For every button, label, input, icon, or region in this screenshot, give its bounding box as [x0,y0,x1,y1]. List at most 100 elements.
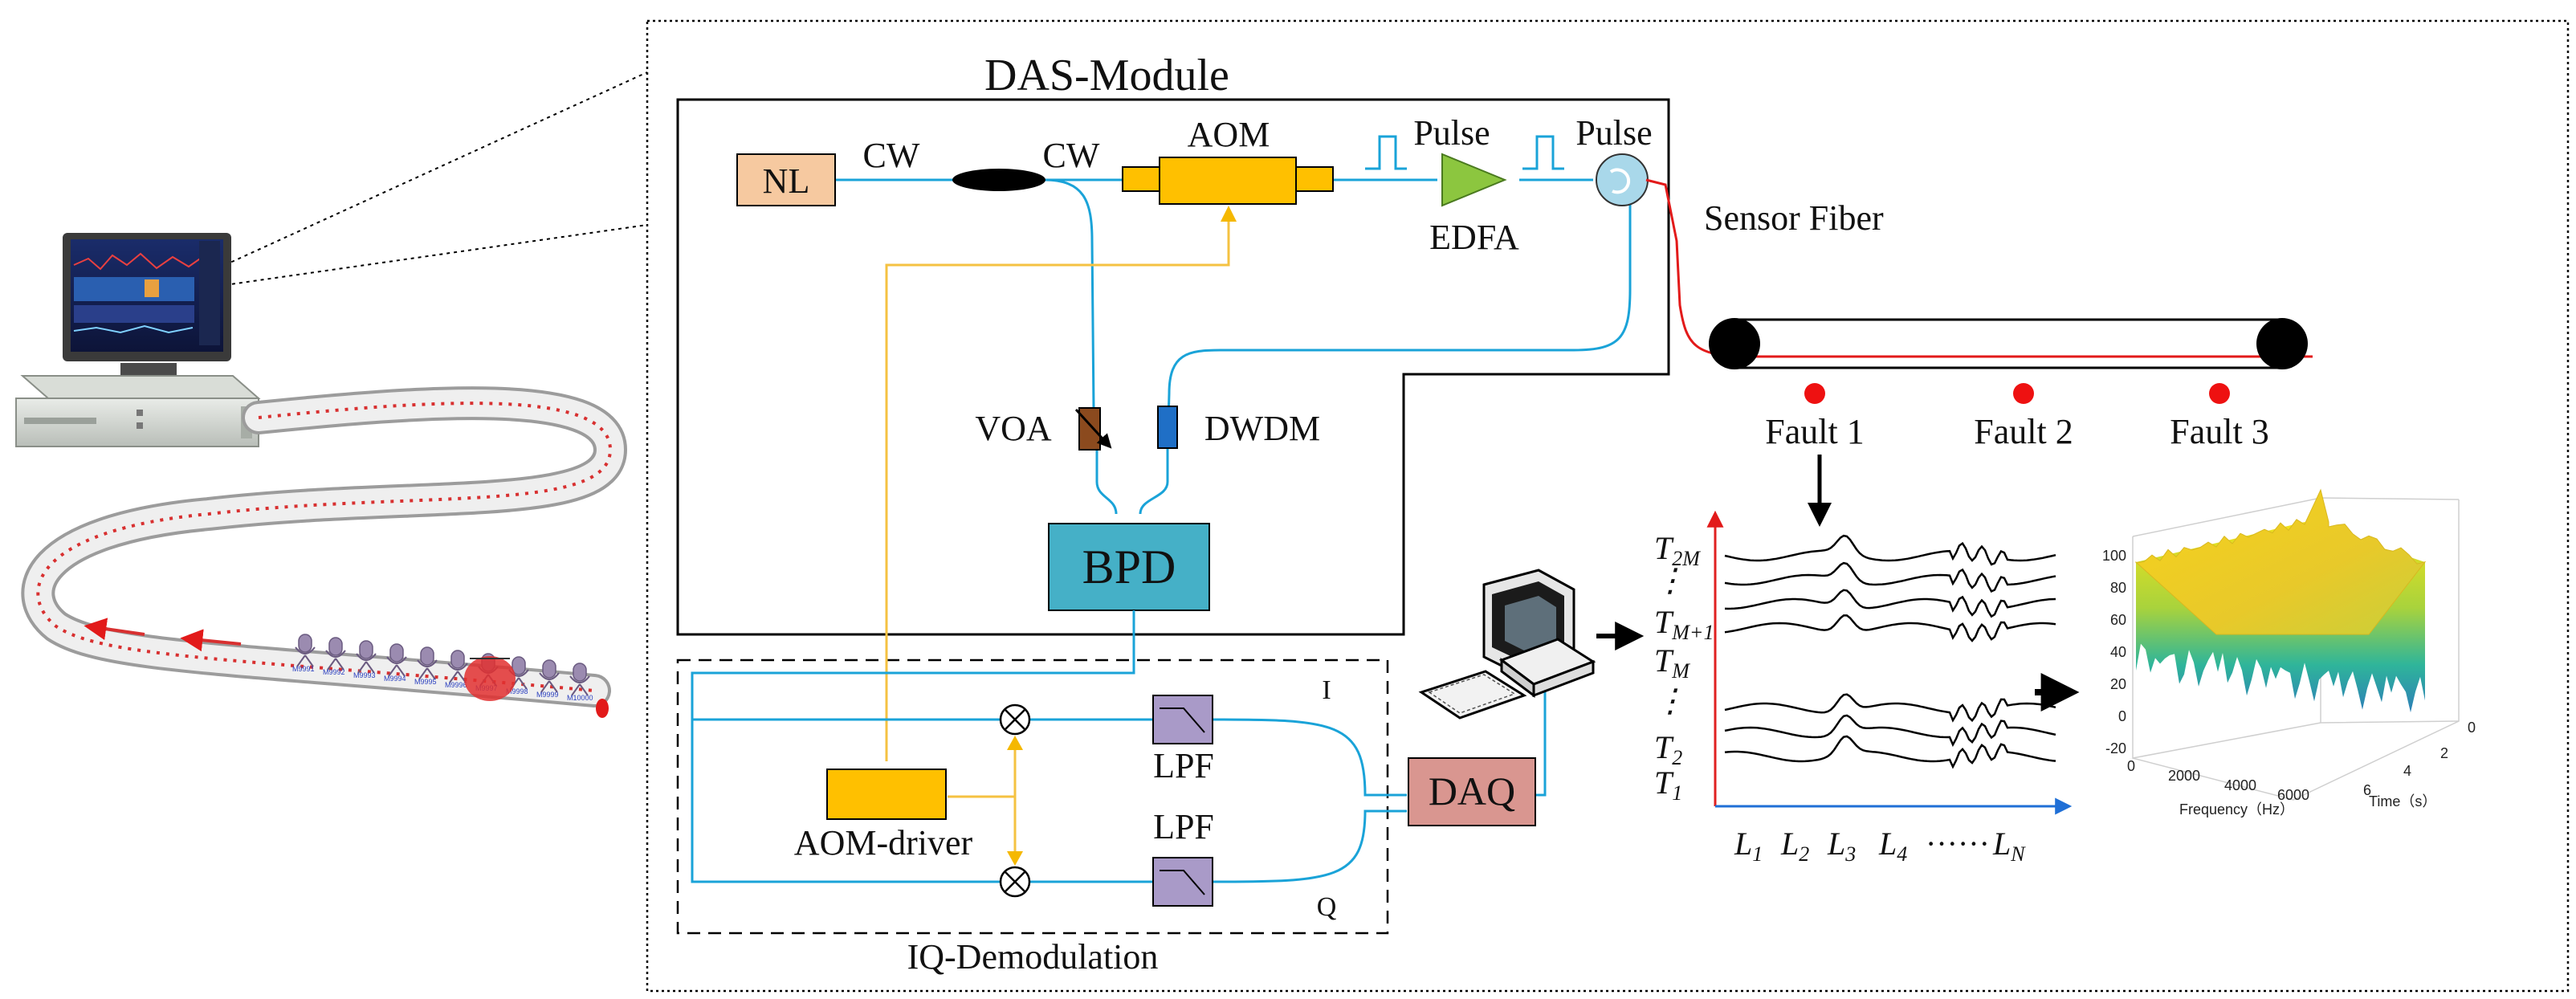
edfa-label: EDFA [1429,218,1519,257]
das-module: DAS-Module NL CW CW AOM Pulse Pulse ED [676,51,1670,636]
fault-label-2: Fault 2 [1974,412,2073,451]
surface-x-tick: 6000 [2277,787,2309,803]
cable-end-icon [596,699,609,718]
lpf-top-box [1152,695,1213,744]
dwdm-filter-box [1157,406,1178,449]
voa-variable-arrow-icon [1074,408,1112,449]
surface-y-title: Time（s） [2369,793,2436,809]
aom-port-left [1122,166,1160,192]
surface-x-title: Frequency（Hz） [2179,801,2294,818]
microphone-label: M9999 [536,691,559,699]
bpd-detector-box [1048,523,1210,611]
cw-label-2: CW [1043,136,1100,175]
waterfall-x-label: L4 [1878,826,1907,866]
surface-y-tick: 4 [2403,763,2411,779]
surface-top [2135,488,2427,635]
microphone-icon: M9993 [353,640,377,679]
interrogator-unit-icon [15,375,261,447]
waterfall-x-label: LN [1992,826,2026,866]
aom-label: AOM [1188,115,1270,154]
edfa-amplifier-icon [1441,153,1507,207]
pulse-icon-1 [1365,135,1407,170]
iq-signal-lines [691,610,1547,883]
surface-z-ticks: 100 80 60 40 20 0 -20 [2102,548,2126,756]
lpf-top-label: LPF [1153,746,1214,785]
surface-z-tick: 80 [2110,580,2126,596]
iq-demodulation-title: IQ-Demodulation [907,937,1159,977]
fault-marker-2 [2013,383,2034,404]
zoom-line-bottom [224,224,648,286]
microphone-icon: M9992 [323,637,346,676]
dwdm-label: DWDM [1204,409,1320,448]
microphone-icon: M9995 [414,646,438,686]
waterfall-y-label: T2 [1654,729,1682,769]
spool-right-reel [2256,318,2308,369]
circulator-icon [1596,153,1649,206]
sensor-fiber-label: Sensor Fiber [1704,198,1884,238]
waterfall-y-label: TM [1654,642,1690,683]
waterfall-x-label: L1 [1734,826,1763,866]
iq-demodulation: IQ-Demodulation [676,206,1547,977]
pulse-label-2: Pulse [1575,113,1652,153]
daq-label: DAQ [1429,769,1515,813]
surface-z-tick: 100 [2102,548,2126,564]
waterfall-traces [1724,534,2056,769]
surface-y-ticks: 0 2 4 6 [2363,720,2476,798]
waterfall-trace [1724,735,2056,769]
waterfall-x-label: ······ [1926,826,1990,862]
surface-z-tick: 20 [2110,676,2126,692]
driver-lines [885,214,1230,856]
lpf-bottom-box [1152,857,1213,907]
lpf-bottom-label: LPF [1153,807,1214,846]
microphone-label: M9993 [353,671,376,679]
surface-z-tick: -20 [2105,740,2126,756]
waterfall-x-label: L3 [1827,826,1856,866]
computer-icon [1418,569,1645,720]
microphone-icon: M9996 [445,650,468,689]
nl-label: NL [763,161,810,201]
aom-box [1159,157,1297,205]
waterfall-trace [1724,561,2056,593]
surface-y-tick: 6 [2363,782,2371,798]
bpd-label: BPD [1082,540,1176,593]
voa-label: VOA [975,409,1052,448]
microphone-icon: M9991 [292,634,316,673]
cw-label-1: CW [863,136,920,175]
waterfall-trace [1724,714,2056,748]
microphone-label: M9998 [506,687,528,695]
daq-box [1408,757,1536,826]
aom-driver-label: AOM-driver [794,823,973,862]
mixer-top-icon [999,703,1031,736]
surface-y-tick: 2 [2440,745,2448,761]
surface-z-tick: 40 [2110,644,2126,660]
monitor-icon [63,233,231,395]
waterfall-trace [1724,589,2056,618]
waterfall-trace [1724,693,2056,723]
waterfall-trace [1724,534,2056,566]
surface-z-tick: 0 [2118,708,2126,724]
waterfall-y-label: T1 [1654,765,1682,805]
surface-y-tick: 0 [2468,720,2476,736]
microphone-icon: M9999 [536,659,560,699]
field-deployment-illustration: M9991M9992M9993M9994M9995M9996M9997M9998… [15,71,648,718]
waterfall-trace [1724,614,2056,642]
driver-to-aom-arrow [1221,206,1237,222]
surface-x-tick: 4000 [2224,777,2256,793]
zoom-line-top [224,71,648,266]
driver-up-arrow [1007,736,1023,750]
fault-label-3: Fault 3 [2170,412,2268,451]
fiber-cable: M9991M9992M9993M9994M9995M9996M9997M9998… [21,386,628,718]
i-channel-label: I [1322,675,1331,705]
microphone-label: M10000 [567,694,593,702]
das-module-title: DAS-Module [984,51,1229,100]
optical-paths [835,178,1632,515]
surface-z-tick: 60 [2110,612,2126,628]
das-module-border [676,98,1670,636]
fault-marker-3 [2209,383,2230,404]
microphone-array: M9991M9992M9993M9994M9995M9996M9997M9998… [292,634,593,702]
